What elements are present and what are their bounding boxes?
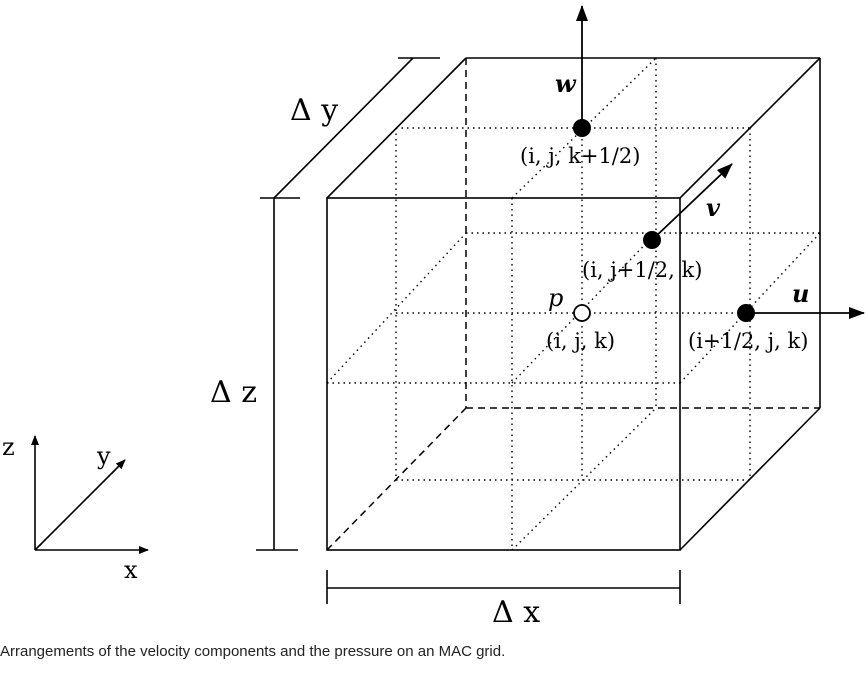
velocity-arrows [576, 5, 865, 319]
delta-x-label: Δ x [492, 595, 540, 630]
mac-grid-diagram: Δ y Δ z Δ x z y x w v u p (i, j, k+1/2) … [2, 5, 865, 630]
coord-w-label: (i, j, k+1/2) [520, 144, 640, 168]
hidden-edges-dashed [326, 58, 820, 551]
interior-grid-dotted [326, 57, 821, 551]
v-label: v [706, 193, 721, 222]
u-point [737, 304, 755, 322]
cube-edges [326, 57, 821, 551]
w-label: w [555, 69, 577, 98]
dimension-lines [256, 57, 681, 604]
coord-u-label: (i+1/2, j, k) [688, 329, 808, 353]
delta-z-label: Δ z [210, 375, 257, 410]
figure-caption: Arrangements of the velocity components … [0, 643, 506, 660]
axis-x-label: x [124, 556, 138, 584]
v-point [643, 231, 661, 249]
coordinate-axes [31, 435, 149, 554]
delta-y-label: Δ y [290, 93, 338, 128]
p-point [573, 304, 591, 322]
axis-z-label: z [2, 433, 15, 461]
coord-p-label: (i, j, k) [546, 329, 615, 353]
v-arrow [651, 163, 733, 241]
u-label: u [792, 279, 809, 308]
axis-y-label: y [96, 442, 111, 470]
p-label: p [548, 284, 563, 312]
coord-v-label: (i, j+1/2, k) [582, 258, 702, 282]
w-point [573, 119, 591, 137]
